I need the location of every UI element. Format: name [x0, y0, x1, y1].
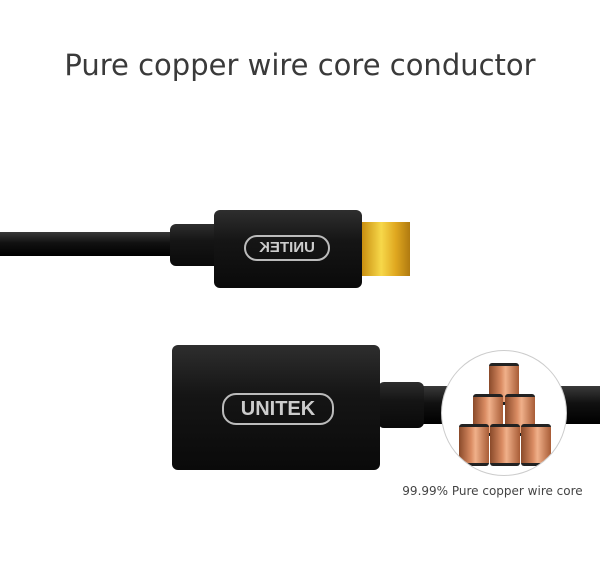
copper-spools-image — [441, 350, 567, 476]
gold-plug — [362, 222, 410, 276]
copper-spool — [521, 424, 551, 466]
brand-logo: UNITEK — [244, 235, 330, 261]
strain-relief — [170, 224, 220, 266]
brand-logo: UNITEK — [222, 393, 334, 425]
headline: Pure copper wire core conductor — [64, 48, 536, 82]
connector-body: UNITEK — [172, 345, 380, 470]
strain-relief — [378, 382, 424, 428]
connector-body: UNITEK — [214, 210, 362, 288]
copper-spool — [490, 424, 520, 466]
cable — [0, 232, 180, 256]
caption: 99.99% Pure copper wire core — [402, 484, 583, 498]
copper-spool — [459, 424, 489, 466]
